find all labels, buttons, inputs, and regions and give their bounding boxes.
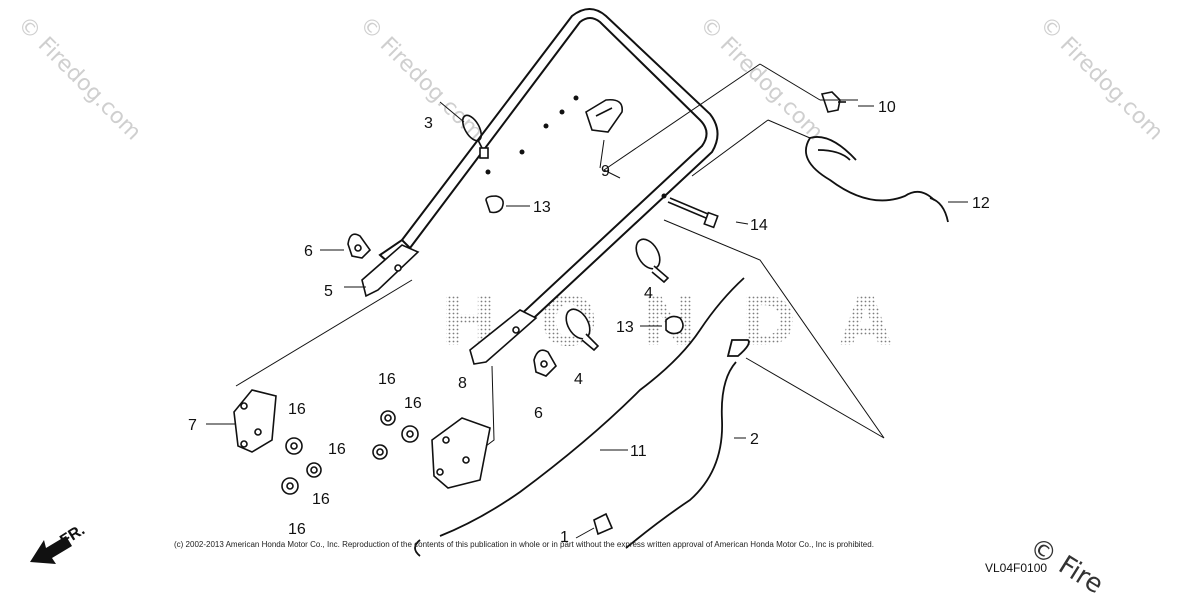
- callout-12: 12: [972, 195, 990, 212]
- grommet-part-13-upper: [485, 195, 504, 214]
- lower-handle-right: [469, 309, 538, 365]
- grommet-part-13-lower: [665, 315, 684, 335]
- callout-16: 16: [378, 371, 396, 388]
- callout-4-upper: 4: [644, 285, 653, 302]
- callout-16: 16: [312, 491, 330, 508]
- control-cable-part-11: [414, 277, 745, 557]
- callout-8: 8: [458, 375, 467, 392]
- callout-16: 16: [404, 395, 422, 412]
- leader-lines: [206, 63, 968, 539]
- bracket-part-7: [233, 389, 277, 453]
- callout-1: 1: [560, 529, 569, 546]
- callout-5: 5: [324, 283, 333, 300]
- cable-clip-part-3: [461, 114, 489, 159]
- cable-guide-part-9: [585, 98, 623, 133]
- callout-7: 7: [188, 417, 197, 434]
- adjuster-part-4-lower: [565, 308, 600, 352]
- lower-handle-left: [361, 244, 420, 298]
- front-arrow-icon: [30, 536, 72, 564]
- callout-13-upper: 13: [533, 199, 551, 216]
- callout-10: 10: [878, 99, 896, 116]
- callout-6-lower: 6: [534, 405, 543, 422]
- callout-2: 2: [750, 431, 759, 448]
- knob-part-6-lower: [533, 349, 557, 377]
- callout-16: 16: [288, 521, 306, 538]
- callout-13-lower: 13: [616, 319, 634, 336]
- bracket-part-8: [431, 417, 491, 489]
- clip-part-10: [820, 91, 846, 113]
- knob-part-6-upper: [347, 233, 372, 259]
- throttle-cable-part-2: [625, 339, 750, 549]
- copyright-notice: (c) 2002-2013 American Honda Motor Co., …: [174, 540, 874, 549]
- callout-4-lower: 4: [574, 371, 583, 388]
- callout-14: 14: [750, 217, 768, 234]
- callout-labels: 1 2 3 4 4 5 6 6 7 8 9 10 11 12 13 13 14 …: [188, 99, 990, 546]
- control-bail-part-12: [805, 136, 949, 223]
- bolt-part-14: [667, 197, 719, 229]
- callout-16: 16: [328, 441, 346, 458]
- callout-6-upper: 6: [304, 243, 313, 260]
- callout-9: 9: [601, 163, 610, 180]
- diagram-code: VL04F0100: [985, 561, 1048, 575]
- adjuster-part-4-upper: [635, 238, 670, 284]
- callout-11: 11: [630, 443, 647, 460]
- handle-holes: [485, 95, 667, 199]
- callout-16: 16: [288, 401, 306, 418]
- cable-clip-part-1: [593, 512, 614, 536]
- nuts-part-16: [281, 410, 419, 495]
- callout-3: 3: [424, 115, 433, 132]
